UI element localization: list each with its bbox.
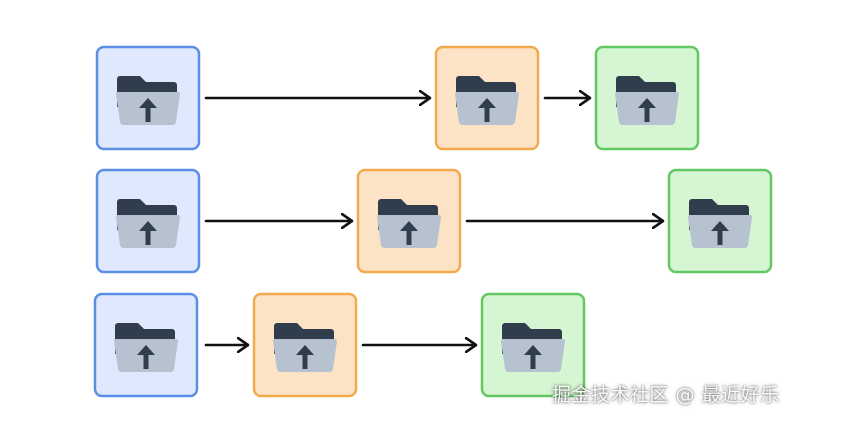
node-r3-blue <box>93 292 199 398</box>
node-r2-green <box>667 168 773 274</box>
folder-upload-icon <box>501 323 565 373</box>
node-r1-green <box>594 45 700 151</box>
watermark-text: 掘金技术社区 @ 最近好乐 <box>552 384 780 406</box>
node-r2-blue <box>95 168 201 274</box>
folder-upload-icon <box>615 76 679 126</box>
node-r2-orange <box>356 168 462 274</box>
arrows-layer <box>204 98 665 345</box>
folder-upload-icon <box>116 76 180 126</box>
node-r3-orange <box>252 292 358 398</box>
folder-upload-icon <box>273 323 337 373</box>
node-r3-green <box>480 292 586 398</box>
folder-upload-icon <box>688 199 752 249</box>
node-r1-orange <box>434 45 540 151</box>
folder-upload-icon <box>455 76 519 126</box>
folder-upload-icon <box>114 323 178 373</box>
folder-upload-icon <box>377 199 441 249</box>
folder-upload-icon <box>116 199 180 249</box>
nodes-layer <box>93 45 773 398</box>
node-r1-blue <box>95 45 201 151</box>
